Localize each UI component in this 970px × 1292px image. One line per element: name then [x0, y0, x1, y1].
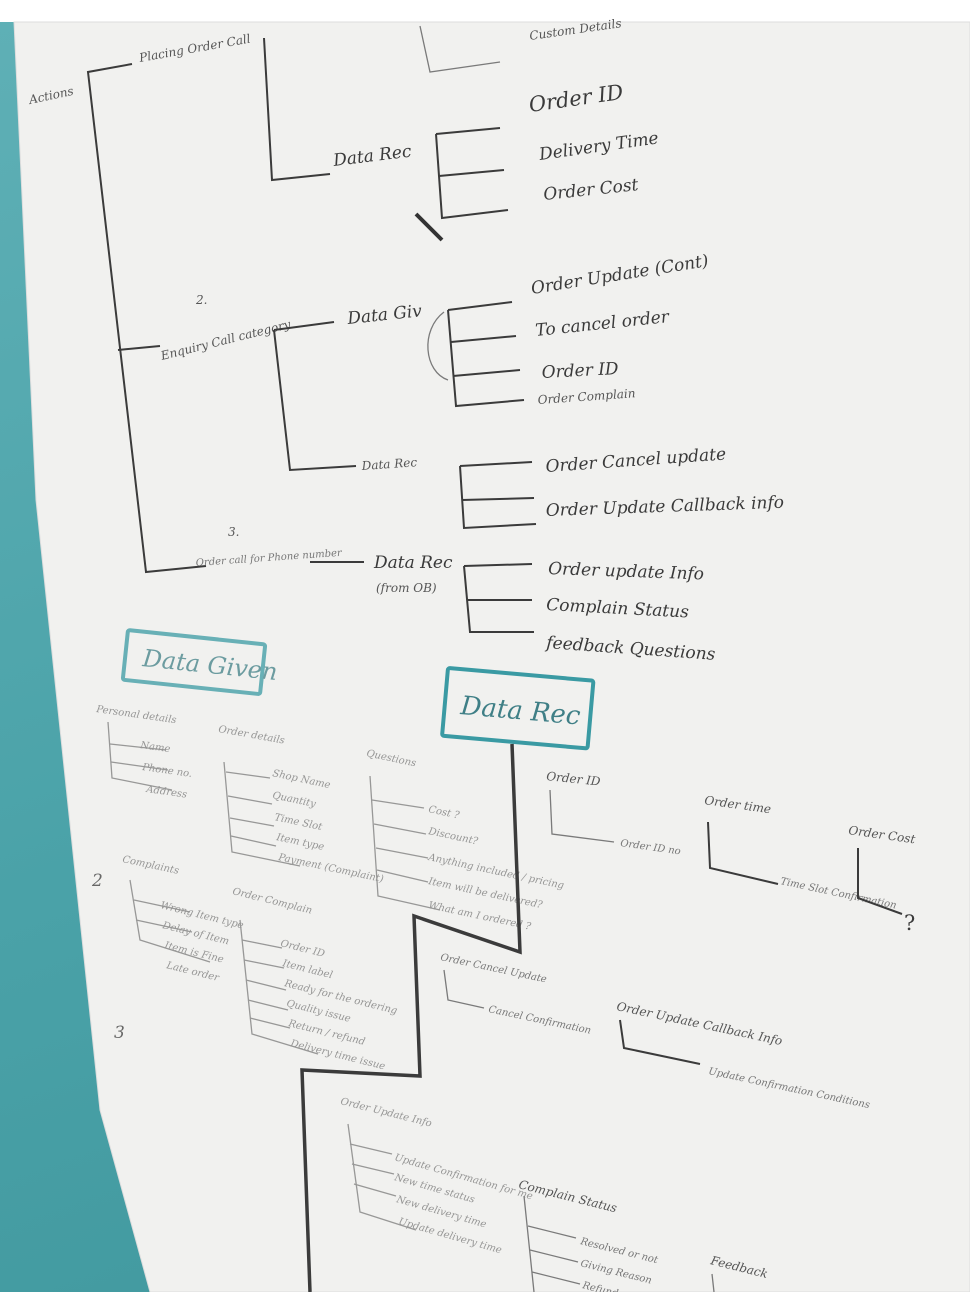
question-mark: ? — [904, 911, 915, 935]
num-mark-3: 3 — [114, 1023, 125, 1043]
items2-2: Order ID — [541, 359, 619, 383]
data-rec-3-label: Data Rec — [373, 553, 453, 573]
data-rec-2-label: Data Rec — [360, 455, 418, 473]
data-rec-3-sub: (from OB) — [376, 581, 437, 595]
paper-surface — [13, 21, 970, 1292]
personal-item: Name — [139, 740, 171, 755]
num-mark-2: 2 — [91, 871, 103, 891]
items2-3: Order Complain — [537, 386, 636, 407]
order-id-label: Order ID — [546, 769, 602, 789]
top-white-strip — [0, 0, 970, 22]
num3: 3. — [228, 525, 239, 539]
num2: 2. — [195, 293, 207, 307]
